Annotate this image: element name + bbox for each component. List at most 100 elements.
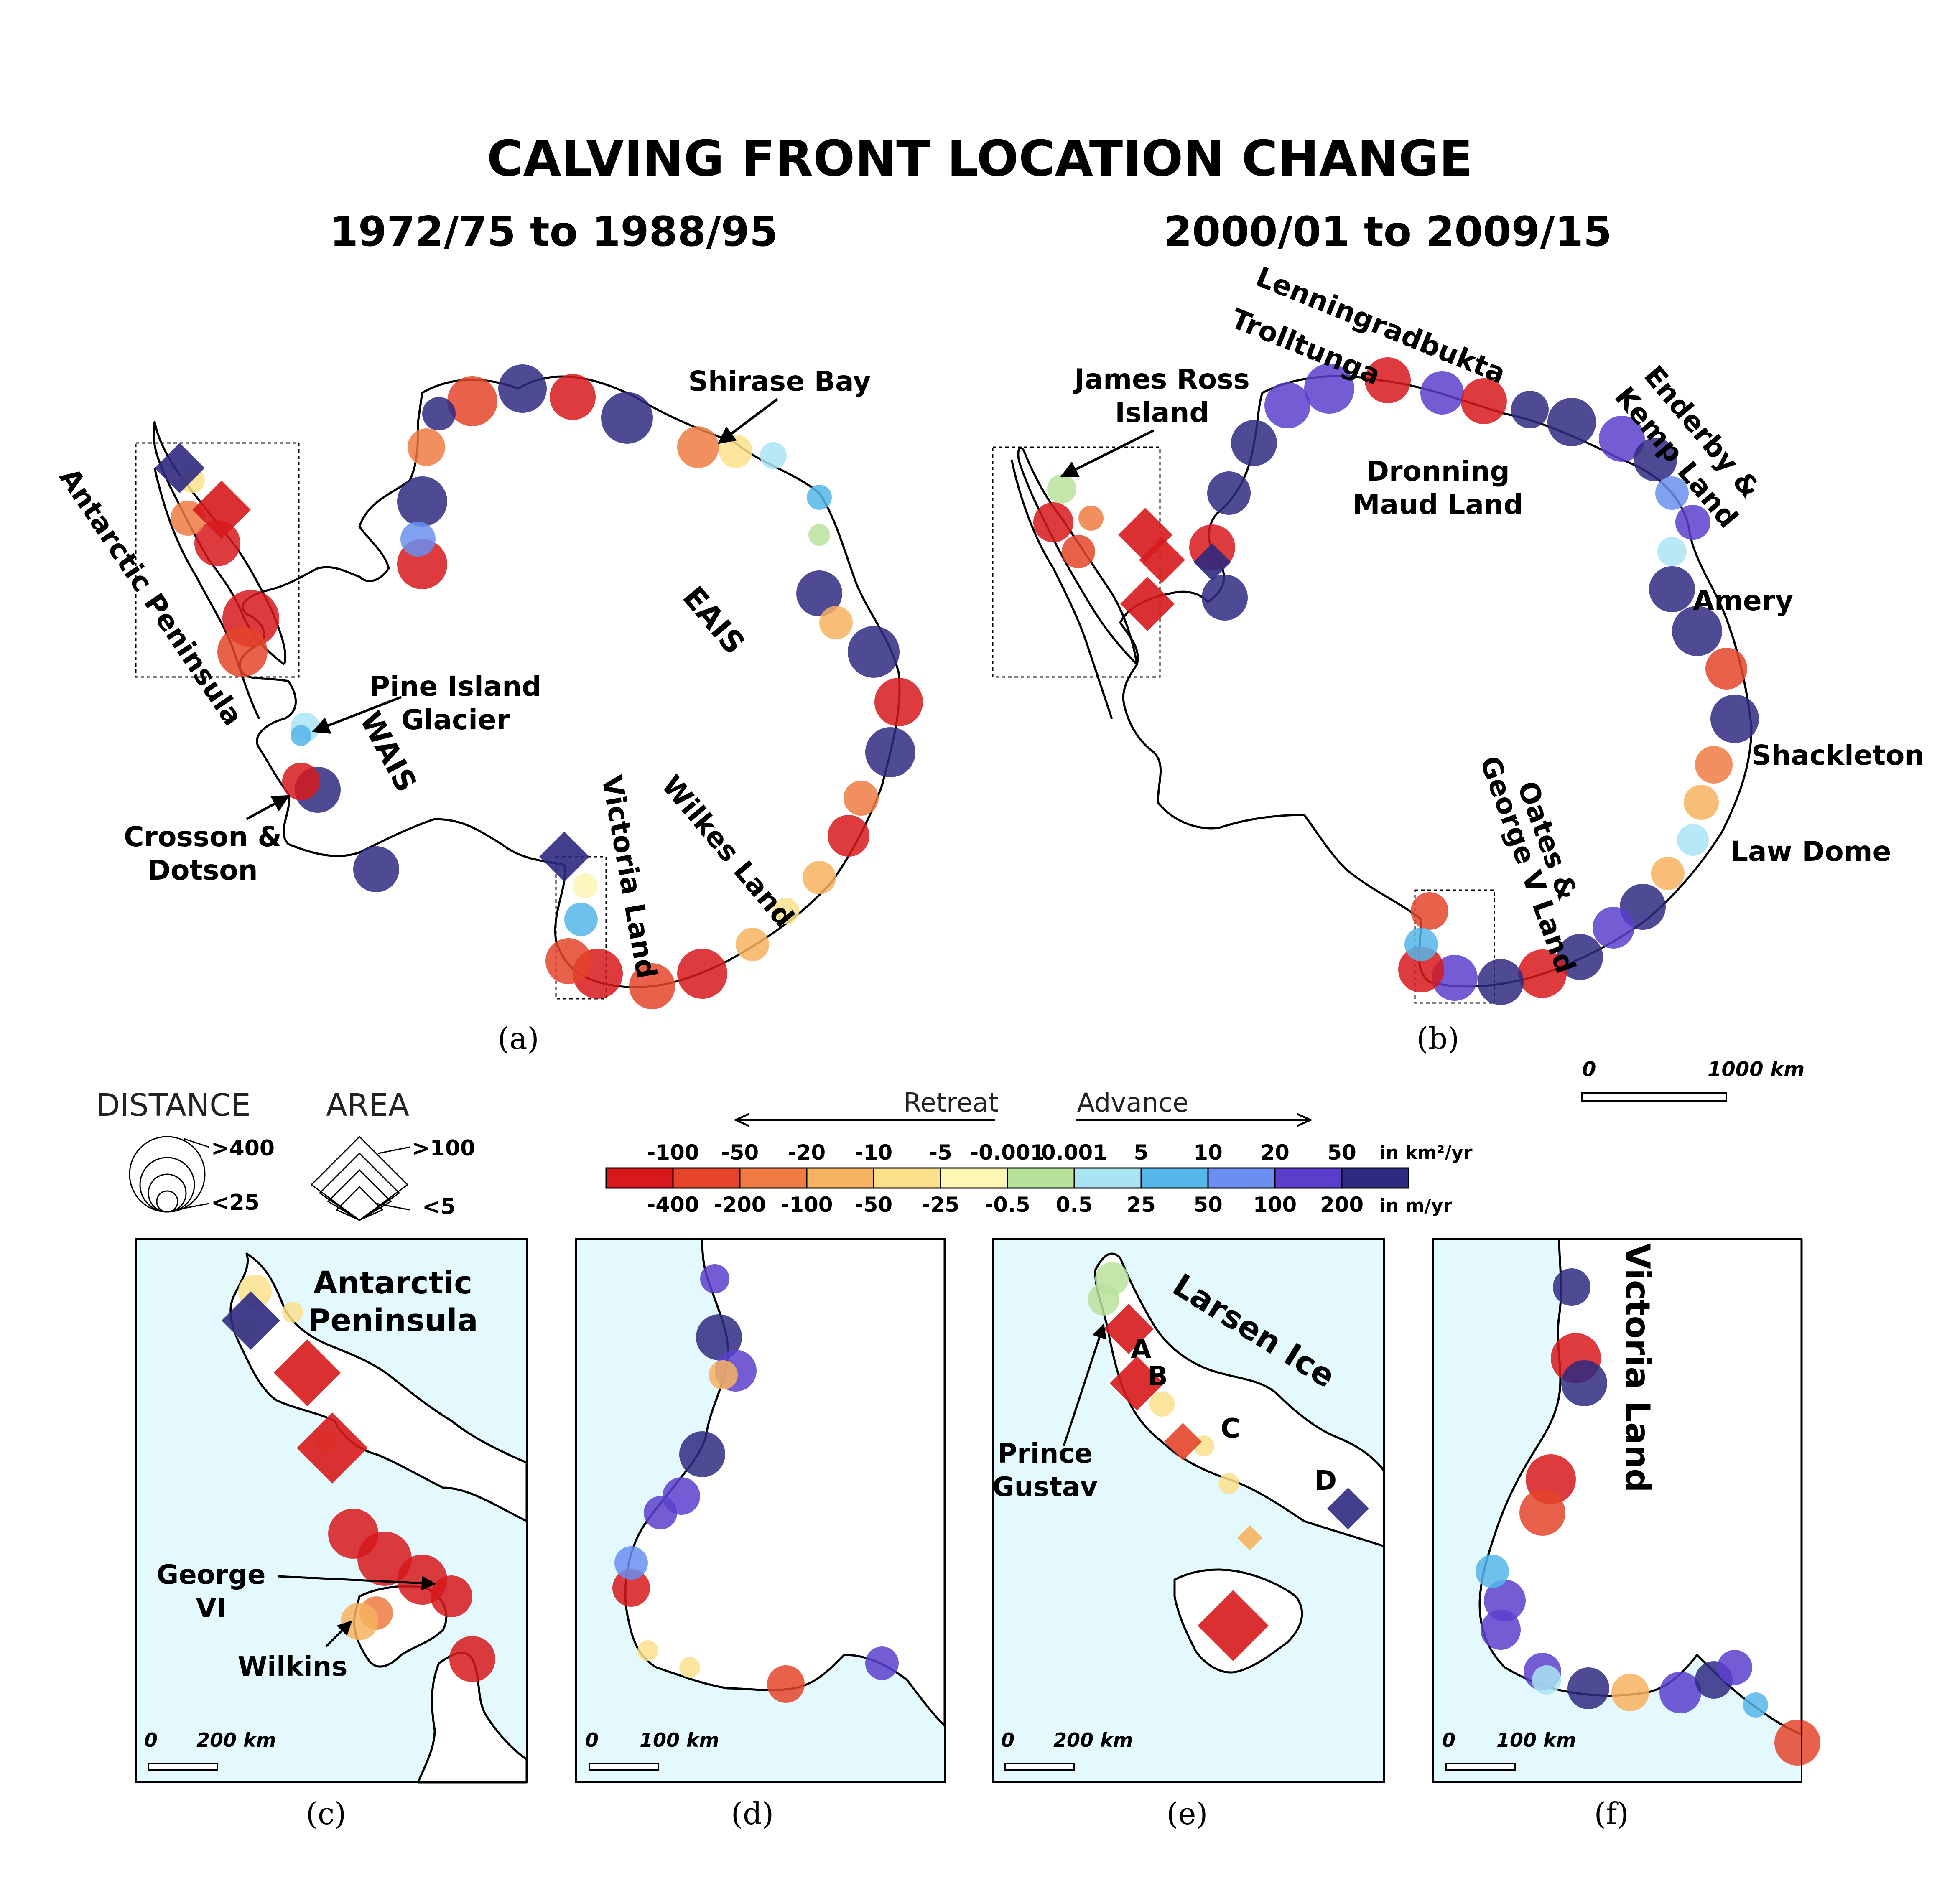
panel-e: Larsen Ice A B C D Prince Gustav 0 200 k…	[992, 1238, 1385, 1831]
colorbar-area-tick: -10	[855, 1140, 892, 1165]
distance-marker	[1657, 537, 1687, 566]
colorbar-swatch	[806, 1167, 874, 1189]
distance-marker	[828, 815, 869, 857]
panel-c-scale-bar	[148, 1763, 218, 1771]
distance-marker	[573, 873, 598, 898]
legend-area-title: AREA	[326, 1087, 410, 1123]
panel-e-marker	[1218, 1473, 1239, 1494]
distance-marker	[1518, 949, 1567, 998]
panel-label-d: (d)	[731, 1796, 774, 1831]
distance-marker	[1207, 471, 1251, 515]
distance-marker	[1420, 371, 1464, 415]
label-pine-island-2: Glacier	[401, 704, 510, 736]
panel-c-area-marker	[274, 1339, 341, 1406]
panel-f-marker	[1717, 1650, 1752, 1685]
scale-main-bar	[1581, 1092, 1727, 1102]
distance-marker	[545, 938, 591, 984]
distance-marker	[1651, 857, 1685, 890]
period-a-title: 1972/75 to 1988/95	[330, 208, 778, 256]
colorbar-swatch	[1073, 1167, 1142, 1189]
panel-label-f: (f)	[1594, 1796, 1629, 1831]
panel-d-marker	[700, 1264, 729, 1293]
panel-d-frame	[575, 1238, 946, 1783]
distance-marker	[400, 522, 436, 557]
panel-c-marker	[357, 1532, 412, 1586]
label-james-ross-2: Island	[1115, 397, 1209, 429]
colorbar-distance-tick: -0.5	[984, 1193, 1030, 1217]
panel-e-scale-bar	[1004, 1763, 1075, 1771]
distance-marker	[677, 426, 719, 468]
panel-f-marker	[1532, 1665, 1561, 1695]
panel-d-marker	[612, 1569, 650, 1607]
distance-marker	[1404, 928, 1438, 961]
distance-marker	[1677, 824, 1709, 856]
area-marker	[1139, 537, 1185, 583]
panel-f-marker	[1659, 1672, 1701, 1713]
legend-dist-max-line	[184, 1138, 209, 1148]
panel-d-marker	[865, 1646, 899, 1680]
distance-marker	[1705, 648, 1747, 690]
panel-d-marker	[637, 1640, 658, 1661]
distance-marker	[408, 428, 445, 466]
distance-marker	[498, 364, 547, 413]
distance-marker	[1672, 606, 1722, 656]
scale-main-label: 1000 km	[1708, 1058, 1805, 1081]
panel-label-a: (a)	[497, 1021, 539, 1056]
colorbar-area-tick: 5	[1134, 1140, 1149, 1165]
panel-d-marker	[696, 1314, 742, 1360]
distance-marker	[1557, 934, 1603, 980]
distance-marker	[282, 763, 320, 800]
legend-unit-dist: in m/yr	[1379, 1195, 1452, 1216]
colorbar-swatch	[940, 1167, 1008, 1189]
distance-marker	[1695, 746, 1733, 784]
colorbar-area-tick: 50	[1327, 1140, 1356, 1165]
distance-marker	[422, 397, 456, 430]
distance-marker	[601, 392, 653, 444]
antarctica-outline-a	[239, 375, 901, 988]
map-b: James Ross Island Lenningradbukta Trollt…	[992, 260, 1924, 1102]
label-shackleton: Shackleton	[1751, 739, 1924, 771]
panel-c: Antarctic Peninsula George VI Wilkins 0 …	[135, 1238, 528, 1831]
distance-marker	[848, 626, 900, 678]
distance-marker	[1675, 505, 1710, 540]
distance-marker	[865, 727, 915, 777]
colorbar-distance-tick: 0.5	[1056, 1193, 1093, 1217]
distance-marker	[397, 476, 447, 527]
panel-d: 0 100 km (d)	[575, 1238, 946, 1831]
legend-distance-max: >400	[211, 1136, 275, 1161]
panel-f-scale-bar	[1445, 1763, 1516, 1771]
panel-f-marker	[1553, 1268, 1590, 1306]
distance-marker	[796, 570, 842, 616]
colorbar-distance-tick: 100	[1253, 1193, 1297, 1217]
colorbar-swatch	[873, 1167, 941, 1189]
peninsula-outline-a	[152, 421, 287, 665]
panel-f-markers	[1476, 1268, 1820, 1766]
panel-d-scale-label: 100 km	[640, 1729, 719, 1751]
area-marker	[192, 481, 251, 539]
panel-d-scale-zero: 0	[585, 1729, 599, 1751]
panel-e-frame	[992, 1238, 1385, 1783]
panel-e-area-marker	[1110, 1356, 1164, 1410]
colorbar-swatch	[672, 1167, 741, 1189]
panel-e-prince-1: Prince	[997, 1438, 1092, 1469]
colorbar-distance-tick: 50	[1193, 1193, 1223, 1217]
arrow-shirase	[717, 398, 778, 444]
panel-f-marker	[1519, 1490, 1565, 1536]
legend: DISTANCE AREA >400 <25 >100 <5 Retreat A…	[96, 1087, 1473, 1221]
panel-e-area-marker	[1327, 1488, 1369, 1529]
colorbar-area-tick: 0.001	[1041, 1140, 1107, 1165]
colorbar-swatch	[1207, 1167, 1276, 1189]
distance-marker	[1202, 575, 1248, 621]
distance-marker	[629, 963, 675, 1009]
legend-retreat: Retreat	[903, 1087, 998, 1118]
colorbar	[605, 1167, 1409, 1189]
panel-c-scale-zero: 0	[144, 1729, 158, 1751]
panel-e-area-marker	[1104, 1304, 1154, 1354]
colorbar-area-tick: -20	[788, 1140, 826, 1165]
distance-marker	[291, 725, 311, 746]
calving-markers-a	[171, 364, 923, 1009]
label-law-dome: Law Dome	[1731, 835, 1891, 868]
panel-d-marker	[679, 1657, 700, 1678]
